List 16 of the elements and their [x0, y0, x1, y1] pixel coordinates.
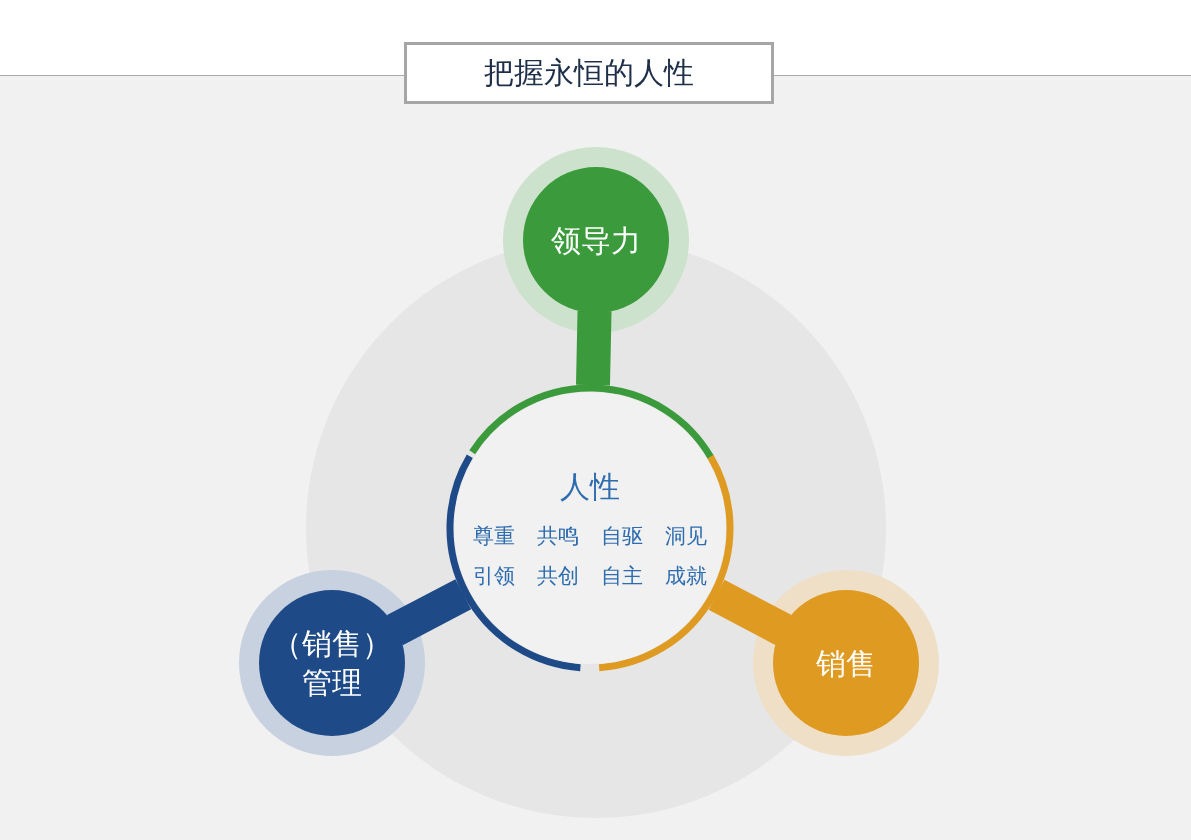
topic-label: 销售 — [816, 644, 876, 683]
keyword: 共鸣 — [537, 522, 579, 550]
connector-neck — [708, 579, 792, 645]
keyword: 尊重 — [473, 522, 515, 550]
topic-label: 领导力 — [551, 221, 641, 260]
connector-neck — [387, 579, 472, 646]
keyword: 共创 — [537, 562, 579, 590]
keyword: 自主 — [601, 562, 643, 590]
circle-heading: 人性 — [560, 467, 620, 506]
keyword: 引领 — [473, 562, 515, 590]
keyword: 成就 — [665, 562, 707, 590]
keyword: 自驱 — [601, 522, 643, 550]
topic-label: （销售）管理 — [271, 625, 393, 702]
keyword: 洞见 — [665, 522, 707, 550]
title: 把握永恒的人性 — [404, 42, 774, 104]
connector-neck — [576, 310, 612, 386]
